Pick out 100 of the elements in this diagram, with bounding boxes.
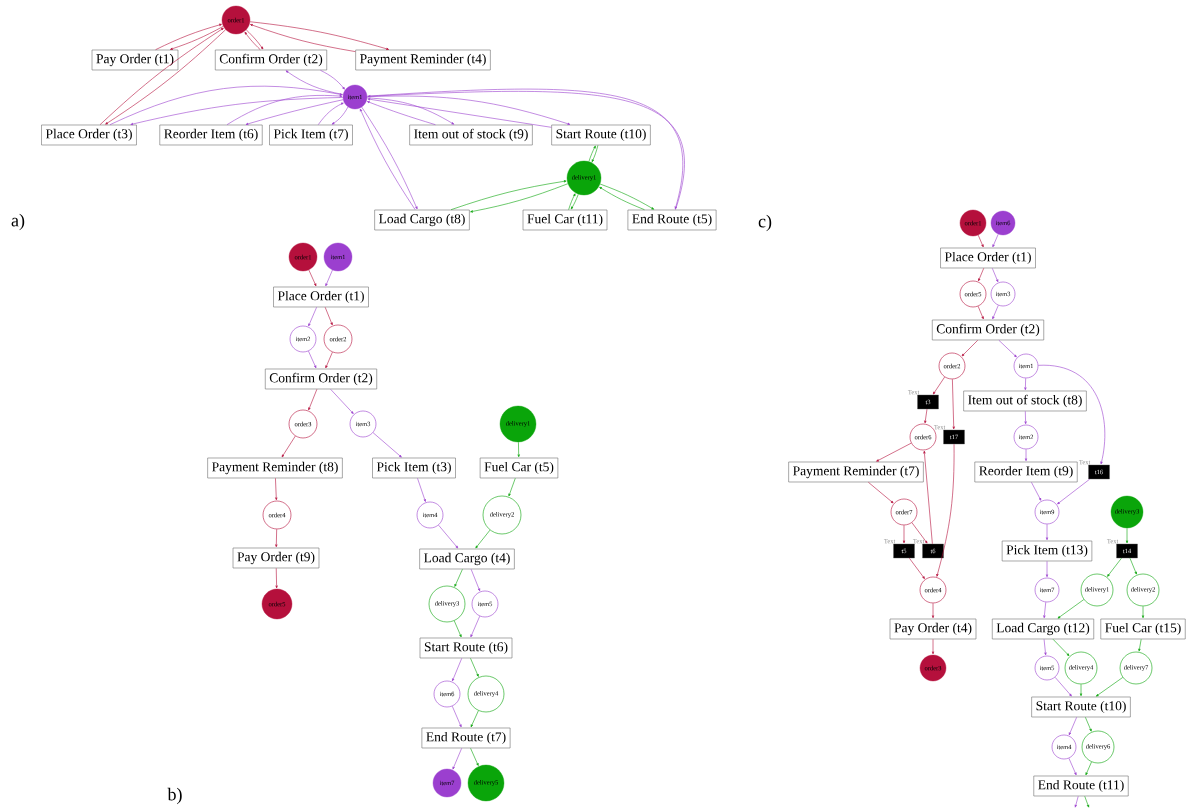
transition-box: Pick Item (t7) — [269, 124, 353, 146]
arrow — [454, 569, 463, 587]
arrow — [1085, 717, 1092, 732]
arrow — [1068, 758, 1077, 776]
transition-box: End Route (t5) — [627, 209, 717, 231]
arrow — [470, 615, 481, 638]
transition-box: Item out of stock (t9) — [409, 124, 533, 146]
arrow — [1095, 677, 1123, 697]
arrow — [1141, 606, 1145, 619]
arrow — [1107, 557, 1122, 577]
arrow — [308, 307, 317, 327]
arrow — [367, 98, 552, 128]
arrow — [977, 234, 984, 248]
transition-box: Load Cargo (t12) — [992, 618, 1095, 640]
arrow — [992, 268, 999, 283]
transition-box: Pick Item (t13) — [1001, 540, 1093, 562]
arrow — [1057, 478, 1090, 505]
arrow — [470, 748, 479, 766]
arrow — [170, 26, 224, 50]
transition-box: Pick Item (t3) — [372, 457, 456, 479]
transition-box: Place Order (t1) — [940, 247, 1036, 269]
arrow — [417, 478, 426, 502]
arrow — [438, 524, 459, 549]
arrow — [308, 269, 317, 287]
arrow — [931, 639, 935, 655]
arrow — [902, 525, 906, 544]
arrow — [130, 97, 344, 126]
arrow — [453, 620, 462, 638]
arrow — [517, 441, 520, 458]
arrow — [331, 106, 349, 125]
arrow — [1068, 717, 1077, 736]
arrow — [1031, 482, 1042, 501]
arrow — [470, 658, 479, 677]
arrow — [1052, 639, 1070, 656]
arrow — [1054, 676, 1072, 697]
arrow — [952, 379, 955, 430]
arrow — [330, 389, 354, 414]
arrow — [452, 748, 462, 770]
panel-label: a) — [11, 213, 25, 231]
arrow — [1038, 365, 1105, 465]
transition-box: Confirm Order (t2) — [214, 49, 328, 71]
arrow — [876, 442, 912, 462]
arrow — [366, 97, 455, 125]
arrow — [226, 94, 343, 125]
arrow — [470, 710, 479, 728]
transition-box: Reorder Item (t9) — [974, 461, 1078, 483]
arrow — [109, 85, 343, 125]
arrow — [308, 389, 318, 411]
arrow — [599, 186, 645, 210]
arrow — [1125, 527, 1129, 544]
arrow — [325, 351, 333, 369]
arrow — [1074, 796, 1079, 808]
arrow — [591, 145, 599, 163]
transition-box: Payment Reminder (t8) — [207, 457, 343, 479]
arrow — [275, 529, 278, 548]
arrow — [275, 478, 278, 501]
arrow — [1057, 599, 1085, 619]
transition-box: Fuel Car (t11) — [522, 209, 608, 231]
transition-box: Pay Order (t4) — [889, 618, 977, 640]
arrow — [1085, 761, 1092, 776]
arrow — [1024, 449, 1028, 462]
transition-box: Start Route (t10) — [1031, 696, 1131, 718]
arrow — [992, 305, 999, 320]
transition-box: Payment Reminder (t4) — [355, 49, 491, 71]
arrow — [324, 307, 333, 326]
arrow — [249, 21, 389, 50]
transition-box: Fuel Car (t15) — [1100, 618, 1186, 640]
arrow — [588, 145, 596, 162]
arrow — [961, 340, 978, 357]
arrow — [1043, 601, 1047, 619]
arrow — [372, 432, 402, 458]
arrow — [936, 443, 955, 577]
arrow — [155, 23, 222, 50]
transition-box: Fuel Car (t5) — [479, 457, 559, 479]
transition-box: Place Order (t3) — [41, 124, 137, 146]
transition-box: Confirm Order (t2) — [932, 319, 1045, 341]
arrow — [250, 24, 356, 52]
arrow — [933, 376, 945, 395]
arrow — [909, 557, 925, 579]
arrow — [470, 183, 569, 213]
arrow — [931, 603, 935, 619]
arrow — [325, 269, 333, 287]
arrow — [1045, 524, 1049, 541]
transition-box: Load Cargo (t8) — [374, 209, 470, 231]
arrow — [317, 102, 344, 125]
panel-label: b) — [167, 787, 182, 805]
arrow — [1024, 411, 1027, 425]
transition-box: Pay Order (t1) — [91, 49, 179, 71]
arrow — [470, 569, 481, 592]
arrow — [911, 522, 928, 544]
arrow — [451, 705, 462, 728]
arrow — [992, 233, 999, 248]
transition-box: Start Route (t10) — [551, 124, 651, 146]
arrow — [924, 408, 928, 424]
arrow — [308, 350, 317, 369]
transition-box: Reorder Item (t6) — [159, 124, 263, 146]
transition-box: End Route (t11) — [1033, 775, 1129, 797]
arrow — [475, 529, 491, 549]
arrow — [452, 658, 463, 682]
arrow — [275, 568, 278, 589]
